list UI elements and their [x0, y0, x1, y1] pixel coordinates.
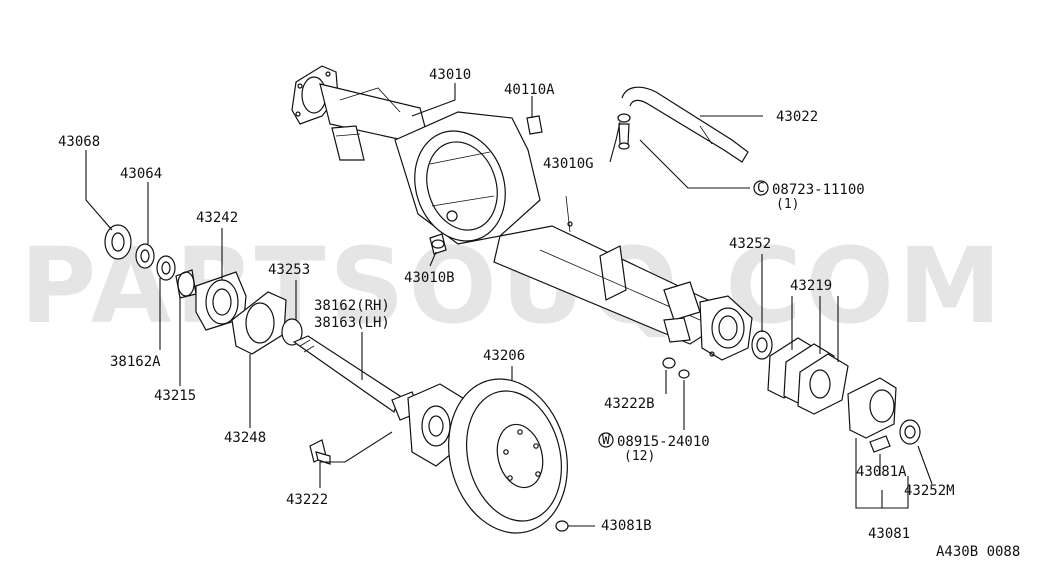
o-ring-43253 — [281, 318, 303, 346]
bearing-cup-43215 — [175, 269, 197, 299]
label-08915-24010: 08915-24010 — [617, 434, 710, 450]
leader-lines — [85, 83, 933, 527]
label-40110A: 40110A — [504, 82, 555, 98]
label-43064: 43064 — [120, 166, 162, 182]
label-43010G: 43010G — [543, 156, 594, 172]
label-43215: 43215 — [154, 388, 196, 404]
label-43253: 43253 — [268, 262, 310, 278]
bearing-38162A — [156, 255, 176, 281]
axle-housing — [291, 65, 753, 361]
label-43248: 43248 — [224, 430, 266, 446]
label-43222: 43222 — [286, 492, 328, 508]
w-mark-symbol: W — [598, 432, 614, 448]
w-mark-letter: W — [602, 433, 610, 448]
axle-shaft — [292, 335, 421, 421]
bolt-43081A — [869, 435, 891, 453]
oil-seal-43252 — [751, 330, 773, 360]
label-43022: 43022 — [776, 109, 818, 125]
label-43219: 43219 — [790, 278, 832, 294]
label-43252: 43252 — [729, 236, 771, 252]
spacer-43064 — [135, 243, 155, 269]
oil-seal-43068 — [104, 224, 132, 260]
label-38163-lh: 38163(LH) — [314, 315, 390, 331]
label-38162A: 38162A — [110, 354, 161, 370]
brake-drum-43206 — [448, 378, 568, 534]
breather-hose — [617, 86, 749, 163]
label-43068: 43068 — [58, 134, 100, 150]
label-08915-qty: (12) — [624, 449, 655, 464]
seal-43252M — [899, 419, 921, 445]
shim-set-43219 — [767, 337, 849, 415]
c-mark-letter: C — [757, 181, 765, 196]
label-43252M: 43252M — [904, 483, 955, 499]
wheel-nut-43081B — [555, 520, 569, 532]
label-38162-rh: 38162(RH) — [314, 298, 390, 314]
label-43081B: 43081B — [601, 518, 652, 534]
label-43010: 43010 — [429, 67, 471, 83]
label-43010B: 43010B — [404, 270, 455, 286]
nut-43222B — [662, 357, 676, 369]
label-43222B: 43222B — [604, 396, 655, 412]
bearing-housing-right — [847, 377, 897, 439]
washer-08915 — [678, 369, 690, 379]
label-43206: 43206 — [483, 348, 525, 364]
label-08723-qty: (1) — [776, 197, 799, 212]
label-43081: 43081 — [868, 526, 910, 542]
label-08723-11100: 08723-11100 — [772, 182, 865, 198]
drawing-code: A430B 0088 — [936, 544, 1020, 560]
label-43081A: 43081A — [856, 464, 907, 480]
c-mark-symbol: C — [753, 180, 769, 196]
label-43242: 43242 — [196, 210, 238, 226]
hub-bolt-43222 — [309, 439, 331, 465]
drain-plug — [429, 233, 447, 255]
